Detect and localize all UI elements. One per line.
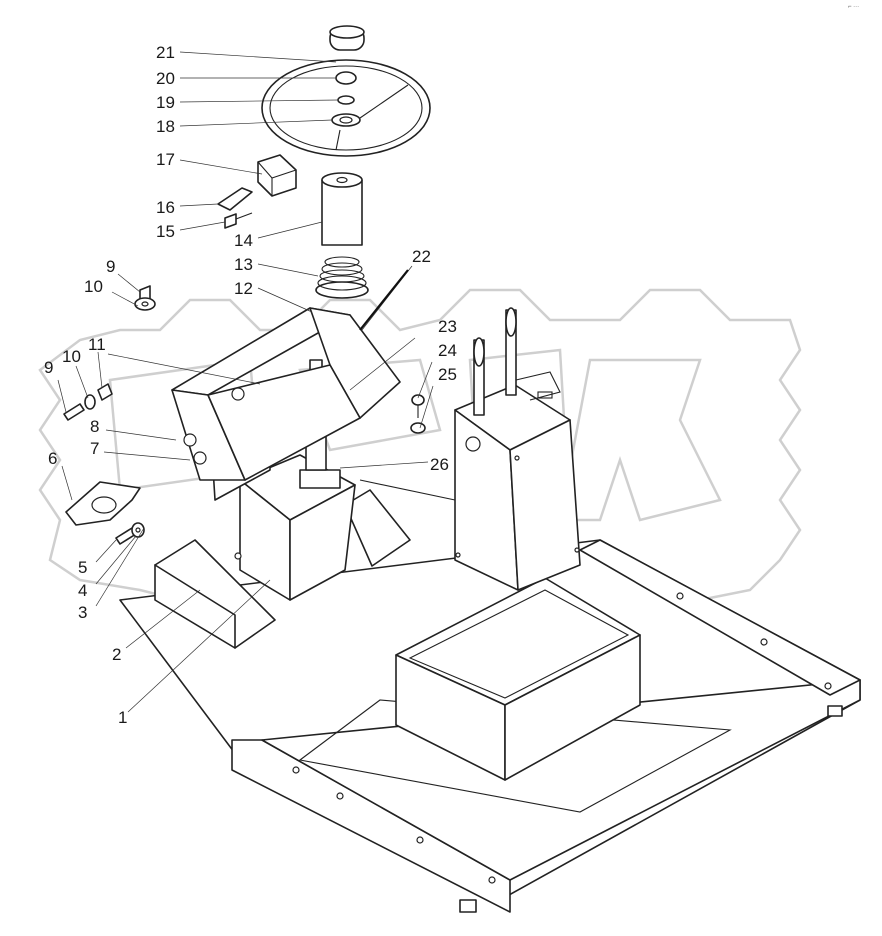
callout-2: 2: [112, 645, 121, 664]
callout-22-arrow: [359, 269, 409, 331]
callout-18: 18: [156, 117, 175, 136]
callout-19: 19: [156, 93, 175, 112]
callout-labels: 1 2 3 4 5 6 7 8 9 10 11 9 10 12 13 14 15…: [44, 43, 457, 727]
corner-mark: ⌐ ···: [848, 4, 859, 10]
pedal-plate: [154, 539, 276, 649]
link-rod: [359, 479, 456, 501]
callout-13: 13: [234, 255, 253, 274]
callout-26: 26: [430, 455, 449, 474]
rubber-boot: [315, 256, 369, 299]
gasket-plate: [65, 481, 141, 526]
callout-24: 24: [438, 341, 457, 360]
callout-23: 23: [438, 317, 457, 336]
switch-housing: [257, 154, 297, 197]
lever-tower: [454, 307, 581, 591]
callout-12: 12: [234, 279, 253, 298]
callout-3: 3: [78, 603, 87, 622]
hub-fasteners: [331, 71, 361, 127]
callout-5: 5: [78, 558, 87, 577]
steering-wheel: [261, 25, 431, 157]
leader-lines: [57, 51, 434, 713]
callout-17: 17: [156, 150, 175, 169]
callout-4: 4: [78, 581, 87, 600]
callout-20: 20: [156, 69, 175, 88]
column-tube: [321, 172, 363, 246]
callout-16: 16: [156, 198, 175, 217]
callout-25: 25: [438, 365, 457, 384]
dash-cowl: [171, 307, 401, 481]
callout-10-left: 10: [62, 347, 81, 366]
callout-9-top: 9: [106, 257, 115, 276]
callout-21: 21: [156, 43, 175, 62]
ramp-plate: [344, 489, 411, 567]
switch-screw: [224, 212, 253, 229]
switch-knob: [217, 187, 253, 211]
callout-1: 1: [118, 708, 127, 727]
fasteners-right: [410, 394, 426, 434]
callout-8: 8: [90, 417, 99, 436]
callout-22: 22: [412, 247, 431, 266]
callout-11: 11: [88, 335, 106, 354]
callout-10-top: 10: [84, 277, 103, 296]
battery-box: [395, 577, 641, 781]
callout-9-left: 9: [44, 358, 53, 377]
callout-7: 7: [90, 439, 99, 458]
callout-6: 6: [48, 449, 57, 468]
callout-14: 14: [234, 231, 253, 250]
callout-15: 15: [156, 222, 175, 241]
